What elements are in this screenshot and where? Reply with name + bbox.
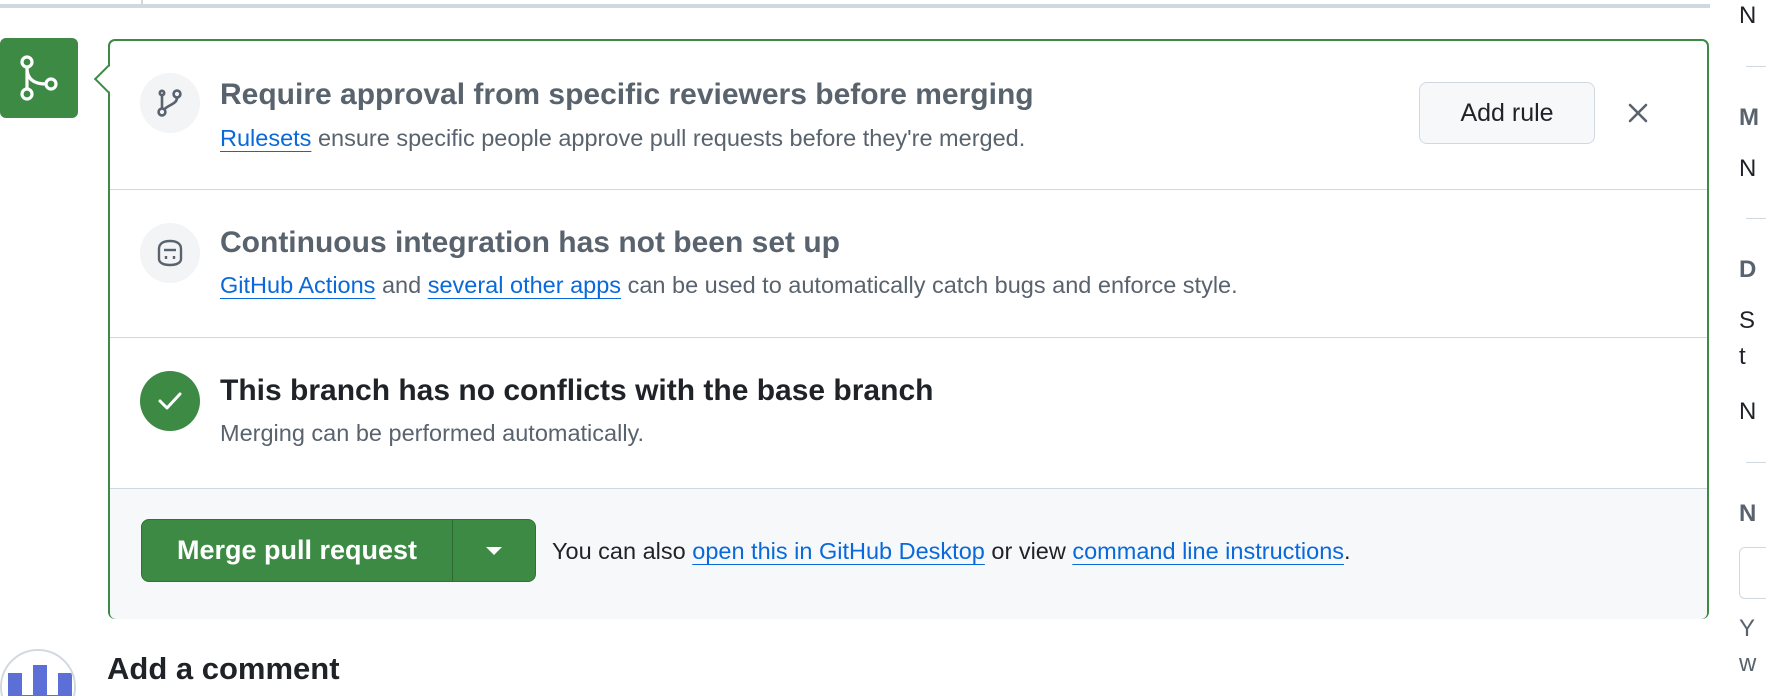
close-icon [1628, 103, 1648, 123]
triangle-down-icon [486, 546, 502, 555]
sidebar-fragment: N [1739, 398, 1757, 425]
add-comment-heading: Add a comment [107, 651, 340, 686]
rulesets-link[interactable]: Rulesets [220, 125, 312, 151]
sidebar-fragment: S [1739, 307, 1756, 334]
conflicts-title: This branch has no conflicts with the ba… [220, 374, 934, 407]
ci-description-text: can be used to automatically catch bugs … [621, 272, 1238, 298]
rulesets-title: Require approval from specific reviewers… [220, 78, 1034, 111]
success-icon-circle [140, 371, 200, 431]
note-mid: or view [984, 538, 1073, 564]
merge-box: Require approval from specific reviewers… [93, 39, 1709, 619]
ci-description-mid: and [375, 272, 428, 298]
identicon [2, 651, 74, 696]
merge-options-dropdown[interactable] [453, 520, 535, 581]
sidebar-fragment: D [1739, 256, 1757, 283]
sidebar-fragment: M [1739, 104, 1759, 131]
merge-status-badge [0, 38, 78, 118]
add-rule-button[interactable]: Add rule [1419, 82, 1595, 144]
sidebar-divider [1746, 66, 1766, 67]
sidebar-fragment: N [1739, 2, 1757, 29]
sidebar-divider [1746, 218, 1766, 219]
github-desktop-link[interactable]: open this in GitHub Desktop [692, 538, 985, 564]
check-icon [158, 392, 182, 410]
sidebar-fragment: w [1739, 650, 1757, 677]
copilot-icon [157, 239, 183, 267]
note-suffix: . [1344, 538, 1351, 564]
sidebar-fragment: N [1739, 500, 1757, 527]
merge-split-button: Merge pull request [141, 519, 536, 582]
dismiss-button[interactable] [1618, 93, 1658, 133]
merge-alternatives-note: You can also open this in GitHub Desktop… [552, 538, 1351, 565]
avatar[interactable] [0, 649, 76, 696]
rulesets-description: Rulesets ensure specific people approve … [220, 125, 1025, 152]
sidebar-fragment: Y [1739, 615, 1756, 642]
timeline-tick [141, 0, 143, 6]
sidebar-divider [1746, 462, 1766, 463]
sidebar-fragment: t [1739, 343, 1746, 370]
ci-status: Continuous integration has not been set … [110, 190, 1707, 338]
sidebar-fragment: N [1739, 155, 1757, 182]
github-actions-link[interactable]: GitHub Actions [220, 272, 376, 298]
ci-title: Continuous integration has not been set … [220, 226, 840, 259]
merge-actions: Merge pull request You can also open thi… [110, 489, 1707, 619]
ci-description: GitHub Actions and several other apps ca… [220, 272, 1238, 299]
git-branch-icon [157, 89, 182, 117]
sidebar-input[interactable] [1739, 547, 1766, 599]
note-prefix: You can also [552, 538, 693, 564]
ci-icon-circle [140, 223, 200, 283]
timeline-divider [0, 4, 1710, 8]
rulesets-icon-circle [140, 73, 200, 133]
rulesets-description-text: ensure specific people approve pull requ… [311, 125, 1026, 151]
command-line-link[interactable]: command line instructions [1072, 538, 1345, 564]
git-merge-icon [20, 55, 58, 101]
rulesets-suggestion: Require approval from specific reviewers… [110, 41, 1707, 190]
other-apps-link[interactable]: several other apps [427, 272, 622, 298]
conflicts-description: Merging can be performed automatically. [220, 420, 645, 446]
conflicts-status: This branch has no conflicts with the ba… [110, 338, 1707, 489]
merge-pull-request-button[interactable]: Merge pull request [142, 520, 453, 581]
